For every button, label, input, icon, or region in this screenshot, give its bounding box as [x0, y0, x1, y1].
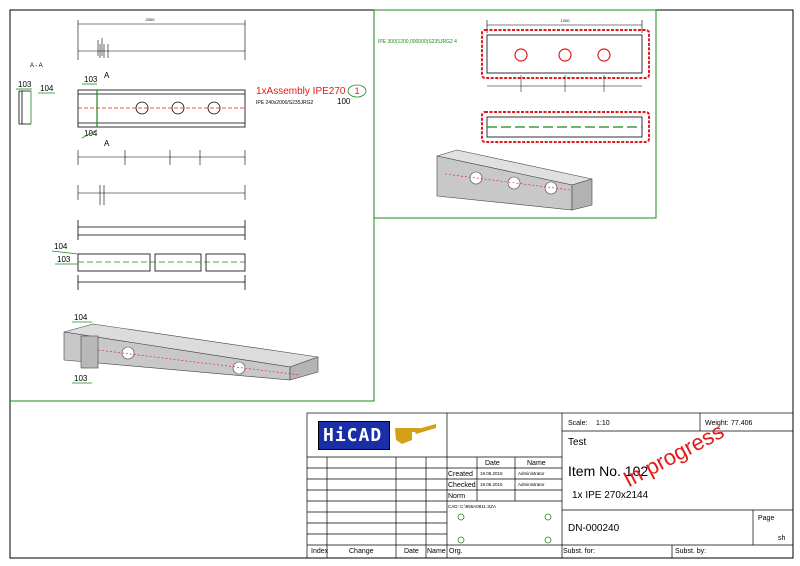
iso-part-103: 103	[74, 374, 88, 383]
index-label: Index	[311, 548, 329, 555]
title-block-markers	[457, 513, 552, 544]
plan-view	[77, 220, 246, 290]
created-name: Administrator	[518, 471, 545, 476]
beam-part-103: 103	[84, 75, 98, 84]
assembly-balloon: 1	[354, 86, 359, 96]
cad-file: CAD: C:\955A0811.SZA	[448, 504, 496, 509]
name-column-header: Name	[527, 460, 546, 467]
plan-part-103: 103	[57, 255, 71, 264]
section-part-104: 104	[40, 84, 54, 93]
document-number: DN-000240	[568, 523, 620, 534]
scale-value: 1:10	[596, 420, 610, 427]
checked-label: Checked	[448, 482, 476, 489]
logo-emblem	[395, 424, 436, 444]
beam-isometric-left	[63, 323, 319, 381]
name-label-bottom: Name	[427, 548, 446, 555]
title-block-grid	[306, 412, 794, 559]
change-label: Change	[349, 548, 374, 555]
norm-label: Norm	[448, 493, 466, 500]
item-description: 1x IPE 270x2144	[572, 490, 649, 501]
main-view-dimensions	[77, 20, 246, 60]
section-part-103: 103	[18, 80, 32, 89]
cut-a-bottom: A	[104, 139, 110, 148]
assembly-label: 1xAssembly IPE270	[256, 86, 346, 97]
checked-name: Administrator	[518, 482, 545, 487]
iso-part-104: 104	[74, 313, 88, 322]
lower-dimensions	[77, 150, 246, 205]
page-label: Page	[758, 515, 775, 522]
date-column-header: Date	[485, 460, 500, 467]
plan-part-104: 104	[54, 242, 68, 251]
beam-isometric-right	[436, 149, 593, 211]
created-label: Created	[448, 471, 473, 478]
date-label-bottom: Date	[404, 548, 419, 555]
plate-label: IPE 300(1200,000000)S235JRG2 4	[378, 39, 457, 45]
plate-view	[481, 20, 650, 143]
dim-1200-text: 1200	[561, 18, 571, 23]
org-label: Org.	[449, 548, 463, 555]
page-value: sh	[778, 535, 786, 542]
weight-value: 77.406	[731, 420, 753, 427]
logo-text: HiCAD	[323, 425, 383, 446]
beam-elevation	[77, 89, 246, 128]
part-100: 100	[337, 97, 351, 106]
view-frame-right	[373, 9, 657, 219]
cut-a-top: A	[104, 71, 110, 80]
item-no: Item No. 102	[568, 463, 649, 479]
company-logo: HiCAD	[318, 421, 390, 450]
section-view	[18, 90, 32, 125]
weight-label: Weight:	[705, 420, 729, 427]
subst-by-label: Subst. by:	[675, 548, 707, 555]
scale-label: Scale:	[568, 420, 588, 427]
dim-2000-text: 2000	[146, 17, 156, 22]
drawing-title: Test	[568, 437, 587, 448]
created-date: 19.06.2015	[480, 471, 503, 476]
profile-label: IPE 240x2000/S235JRG2	[256, 100, 313, 106]
subst-for-label: Subst. for:	[563, 548, 595, 555]
section-label: A - A	[30, 63, 43, 69]
sheet-border	[9, 9, 794, 559]
checked-date: 19.06.2015	[480, 482, 503, 487]
